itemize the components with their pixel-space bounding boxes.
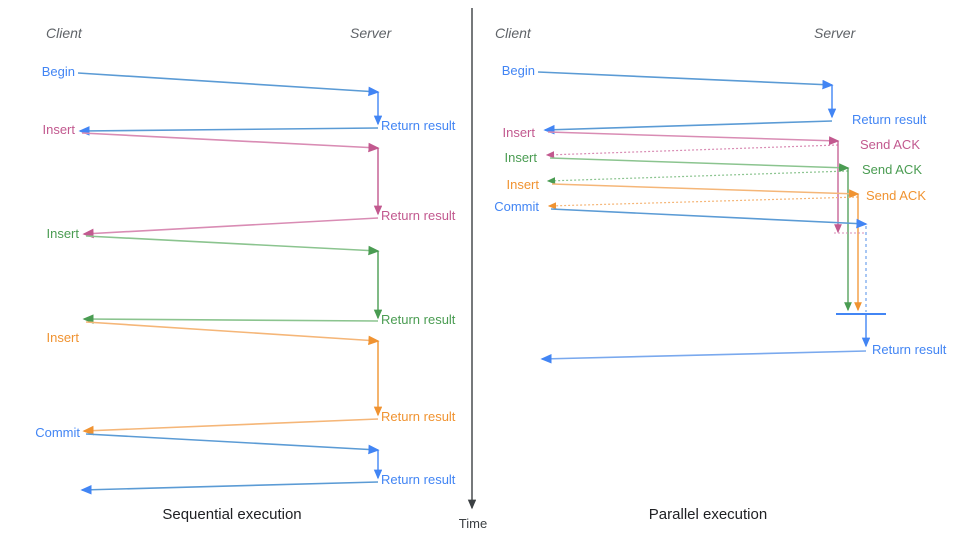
sequential-client-label-begin: Begin	[41, 64, 75, 79]
parallel-caption: Parallel execution	[648, 506, 768, 523]
sequential-client-label-commit: Commit	[35, 425, 80, 440]
sequential-server-label-return-4: Return result	[381, 409, 456, 424]
parallel-server-label-return-2: Return result	[872, 342, 947, 357]
sequential-server-label-return-5: Return result	[381, 472, 456, 487]
sequential-panel-arrows	[77, 72, 383, 495]
parallel-server-header: Server	[814, 25, 856, 41]
parallel-server-label-ack-1: Send ACK	[860, 137, 920, 152]
sequential-server-label-return-2: Return result	[381, 208, 456, 223]
parallel-client-label-insert-1: Insert	[502, 125, 535, 140]
sequential-client-label-insert-2: Insert	[46, 226, 79, 241]
parallel-server-label-return-1: Return result	[852, 112, 927, 127]
sequential-server-label-return-1: Return result	[381, 118, 456, 133]
time-axis-label: Time	[458, 516, 488, 531]
parallel-client-label-commit: Commit	[494, 199, 539, 214]
sequential-client-header: Client	[46, 25, 82, 41]
parallel-panel-arrows	[537, 71, 886, 364]
sequential-client-label-insert-1: Insert	[42, 122, 75, 137]
parallel-client-label-insert-2: Insert	[504, 150, 537, 165]
parallel-server-label-ack-3: Send ACK	[866, 188, 926, 203]
parallel-server-label-ack-2: Send ACK	[862, 162, 922, 177]
parallel-client-label-begin: Begin	[501, 63, 535, 78]
sequential-server-label-return-3: Return result	[381, 312, 456, 327]
parallel-client-label-insert-3: Insert	[506, 177, 539, 192]
parallel-client-header: Client	[495, 25, 531, 41]
sequential-server-header: Server	[350, 25, 392, 41]
sequential-client-label-insert-3: Insert	[46, 330, 79, 345]
sequential-caption: Sequential execution	[162, 506, 302, 523]
